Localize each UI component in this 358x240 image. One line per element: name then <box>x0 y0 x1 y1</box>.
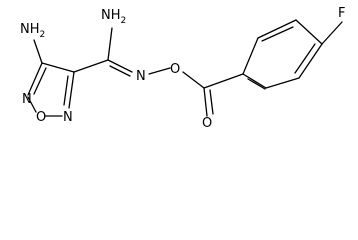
bond-co-outer <box>203 87 208 117</box>
atom-labels: NH2 NH2 N O N N O O F <box>20 6 345 131</box>
bond-camidine-nh2 <box>107 27 113 61</box>
label-nh2-amidine-sub: 2 <box>121 16 127 26</box>
label-nh2-ring-main: NH <box>20 22 40 37</box>
bond-benz-1-2 <box>242 73 267 89</box>
label-nh2-ring-sub: 2 <box>40 30 46 40</box>
bond-n2-o1 <box>27 96 37 113</box>
bond-benz-5-6-inner <box>261 26 294 42</box>
bond-benz-f <box>321 21 343 45</box>
bond-o-ccarbonyl <box>182 71 205 89</box>
bond-c3-c4 <box>41 62 75 73</box>
label-ring-n-right: N <box>63 110 73 125</box>
label-carbonyl-o: O <box>202 116 212 131</box>
bond-benz-2-3 <box>265 77 300 89</box>
label-ester-o: O <box>170 62 180 77</box>
bond-benz-4-5 <box>295 19 323 45</box>
bond-benz-5-6 <box>257 19 297 39</box>
bond-c3-nh2 <box>33 39 43 64</box>
bond-benz-6-1 <box>242 37 259 75</box>
label-ring-n-left: N <box>22 92 32 107</box>
bond-n5-c4-inner <box>63 75 69 106</box>
bond-ccarbonyl-ipso <box>203 73 244 89</box>
bond-camidine-n-outer <box>107 59 133 73</box>
bond-c3-n2-inner <box>33 67 47 95</box>
label-fluorine: F <box>338 6 345 21</box>
bond-benz-3-4 <box>298 43 323 79</box>
bond-camidine-n-inner <box>109 65 131 77</box>
label-nh2-amidine-main: NH <box>101 8 121 23</box>
bond-n5-c4-outer <box>68 71 75 109</box>
bond-co-inner <box>209 89 214 115</box>
label-nh2-ring: NH2 <box>20 22 45 40</box>
bond-benz-1-2-inner <box>247 78 266 90</box>
bond-c4-camidine <box>73 59 109 73</box>
molecule-structure: NH2 NH2 N O N N O O F <box>20 6 345 131</box>
label-imine-n: N <box>136 69 146 84</box>
label-nh2-amidine: NH2 <box>101 8 126 26</box>
bond-c3-n2-outer <box>27 62 43 96</box>
bond-group <box>27 19 343 117</box>
bond-n-o <box>148 67 171 75</box>
label-ring-o: O <box>36 110 46 125</box>
bond-benz-3-4-inner <box>294 43 316 74</box>
